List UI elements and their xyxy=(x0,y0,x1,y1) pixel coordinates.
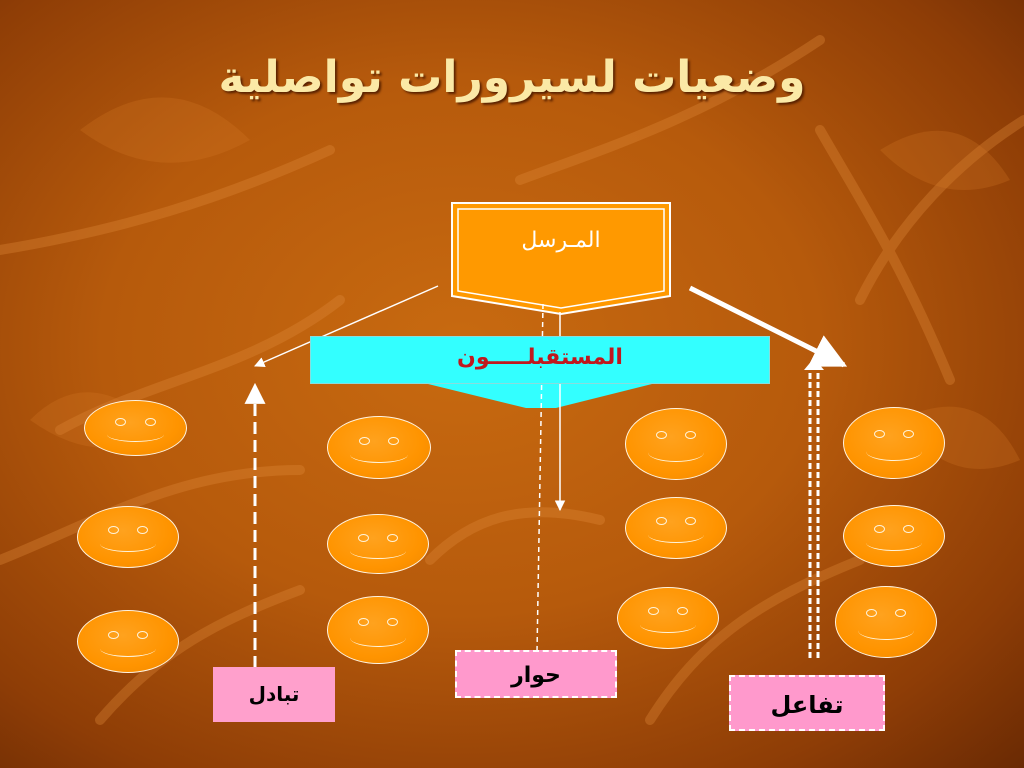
arrow-sender-to-left xyxy=(254,285,439,368)
smiley-face-icon xyxy=(77,610,179,673)
smiley-face-icon xyxy=(327,416,431,479)
interaction-arrow-up xyxy=(804,358,824,658)
label-exchange: تبادل xyxy=(213,667,335,722)
smiley-face-icon xyxy=(843,505,945,567)
smiley-face-icon xyxy=(77,506,179,568)
smiley-face-icon xyxy=(625,497,727,559)
sender-shape xyxy=(451,202,671,316)
receivers-label: المستقبلـــــون xyxy=(457,345,623,370)
smiley-face-icon xyxy=(327,514,429,574)
smiley-face-icon xyxy=(625,408,727,480)
page-title: وضعيات لسيرورات تواصلية xyxy=(218,52,806,103)
smiley-face-icon xyxy=(843,407,945,479)
label-dialogue: حوار xyxy=(455,650,617,698)
label-interaction: تفاعل xyxy=(729,675,885,731)
smiley-face-icon xyxy=(84,400,187,456)
receivers-banner-arrow xyxy=(428,384,652,408)
sender-label: المـرسل xyxy=(521,228,601,253)
smiley-face-icon xyxy=(617,587,719,649)
smiley-face-icon xyxy=(835,586,937,658)
arrow-sender-to-right xyxy=(688,285,848,368)
smiley-face-icon xyxy=(327,596,429,664)
receivers-banner: المستقبلـــــون xyxy=(310,336,770,384)
